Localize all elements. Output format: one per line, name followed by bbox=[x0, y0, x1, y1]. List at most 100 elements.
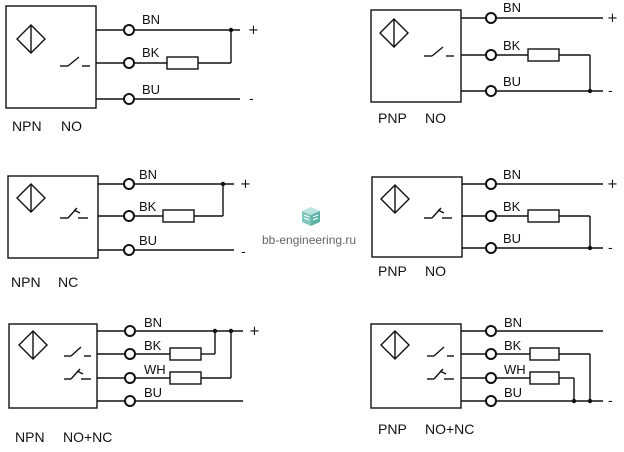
wire-label-bu: BU bbox=[503, 74, 521, 89]
wire-label-bk: BK bbox=[139, 199, 157, 214]
terminal-bk bbox=[485, 49, 497, 61]
diagram-npn-no-nc-bottom-left bbox=[8, 323, 243, 409]
nc-switch-icon bbox=[427, 368, 454, 380]
wire-label-bk: BK bbox=[504, 338, 522, 353]
junction-dot bbox=[228, 328, 234, 334]
wire-label-bu: BU bbox=[504, 385, 522, 400]
wire-label-bu: BU bbox=[139, 233, 157, 248]
wire-label-wh: WH bbox=[504, 362, 526, 377]
terminal-bn bbox=[123, 178, 135, 190]
transistor-type-label: NPN bbox=[12, 118, 42, 134]
terminal-bk bbox=[123, 210, 135, 222]
terminal-bu bbox=[124, 395, 136, 407]
output-type-label: NC bbox=[58, 274, 78, 290]
wire-label-wh: WH bbox=[144, 362, 166, 377]
plus-sign: + bbox=[607, 11, 618, 26]
junction-dot bbox=[212, 328, 218, 334]
minus-sign: - bbox=[608, 394, 613, 409]
inductive-sensor-icon bbox=[16, 183, 46, 213]
diagram-pnp-no-middle-right bbox=[371, 176, 603, 258]
layered-stack-icon bbox=[302, 207, 320, 226]
sensor-body bbox=[7, 175, 99, 259]
wire-label-bn: BN bbox=[503, 0, 521, 15]
plus-sign: + bbox=[240, 177, 251, 192]
terminal-bu bbox=[485, 395, 497, 407]
no-switch-icon bbox=[424, 46, 454, 57]
wire-label-bk: BK bbox=[144, 338, 162, 353]
terminal-wh bbox=[485, 372, 497, 384]
diagram-npn-no-top-left bbox=[5, 5, 240, 109]
no-switch-icon bbox=[64, 346, 91, 357]
no-switch-icon bbox=[427, 346, 454, 357]
output-type-label: NO bbox=[61, 118, 82, 134]
wire-label-bk: BK bbox=[142, 45, 160, 60]
transistor-type-label: NPN bbox=[11, 274, 41, 290]
load-resistor bbox=[169, 347, 202, 361]
output-type-label: NO bbox=[425, 263, 446, 279]
minus-sign: - bbox=[608, 241, 613, 256]
terminal-bn bbox=[485, 12, 497, 24]
terminal-bu bbox=[485, 85, 497, 97]
inductive-sensor-icon bbox=[379, 18, 409, 48]
no-switch-icon bbox=[60, 56, 90, 67]
minus-sign: - bbox=[249, 92, 254, 107]
inductive-sensor-icon bbox=[380, 184, 410, 214]
output-type-label: NO bbox=[425, 110, 446, 126]
plus-sign: + bbox=[248, 23, 259, 38]
junction-dot bbox=[228, 27, 234, 33]
transistor-type-label: NPN bbox=[15, 429, 45, 445]
diagram-pnp-no-nc-bottom-right bbox=[370, 323, 603, 409]
wire-label-bn: BN bbox=[144, 315, 162, 330]
wire-label-bk: BK bbox=[503, 199, 521, 214]
wire-label-bu: BU bbox=[144, 385, 162, 400]
terminal-bk bbox=[124, 348, 136, 360]
load-resistor bbox=[529, 371, 560, 385]
diagram-pnp-no-top-right bbox=[370, 9, 603, 103]
wire-label-bn: BN bbox=[142, 12, 160, 27]
terminal-bk bbox=[485, 210, 497, 222]
terminal-bu bbox=[485, 242, 497, 254]
sensor-body bbox=[8, 323, 98, 409]
plus-sign: + bbox=[249, 324, 260, 339]
load-resistor bbox=[166, 56, 199, 70]
load-resistor bbox=[162, 209, 195, 223]
minus-sign: - bbox=[608, 84, 613, 99]
wire-label-bn: BN bbox=[503, 167, 521, 182]
plus-sign: + bbox=[607, 177, 618, 192]
terminal-bk bbox=[485, 348, 497, 360]
load-resistor bbox=[527, 209, 560, 223]
inductive-sensor-icon bbox=[18, 330, 48, 360]
watermark-text: bb-engineering.ru bbox=[262, 233, 356, 247]
terminal-bu bbox=[123, 93, 135, 105]
load-resistor bbox=[529, 347, 560, 361]
inductive-sensor-icon bbox=[380, 330, 410, 360]
transistor-type-label: PNP bbox=[378, 263, 407, 279]
sensor-body bbox=[5, 5, 97, 109]
terminal-bu bbox=[123, 244, 135, 256]
nc-switch-icon bbox=[64, 368, 91, 380]
minus-sign: - bbox=[241, 245, 246, 260]
inductive-sensor-icon bbox=[16, 24, 46, 54]
terminal-bk bbox=[123, 57, 135, 69]
terminal-bn bbox=[485, 325, 497, 337]
junction-dot bbox=[220, 181, 226, 187]
terminal-bn bbox=[124, 325, 136, 337]
wire-label-bn: BN bbox=[504, 315, 522, 330]
output-type-label: NO+NC bbox=[63, 429, 112, 445]
diagram-npn-nc-middle-left bbox=[7, 175, 234, 259]
output-type-label: NO+NC bbox=[425, 421, 474, 437]
terminal-bn bbox=[123, 24, 135, 36]
sensor-body bbox=[370, 323, 462, 409]
nc-switch-icon bbox=[60, 207, 88, 219]
load-resistor bbox=[169, 371, 202, 385]
wire-label-bu: BU bbox=[142, 82, 160, 97]
sensor-body bbox=[371, 176, 463, 258]
wire-label-bk: BK bbox=[503, 38, 521, 53]
terminal-wh bbox=[124, 372, 136, 384]
wire-label-bn: BN bbox=[139, 167, 157, 182]
nc-switch-icon bbox=[424, 207, 452, 219]
wire-label-bu: BU bbox=[503, 231, 521, 246]
load-resistor bbox=[527, 48, 560, 62]
sensor-body bbox=[370, 9, 462, 103]
terminal-bn bbox=[485, 178, 497, 190]
